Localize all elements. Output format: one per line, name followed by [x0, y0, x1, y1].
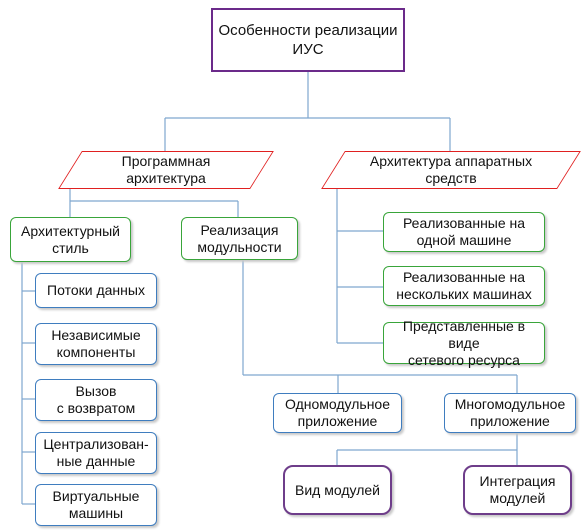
software-architecture-node: Программная архитектура: [70, 151, 262, 189]
hardware-architecture-label: Архитектура аппаратных средств: [369, 153, 533, 186]
style-node-centralized-data: Централизован- ные данные: [35, 432, 157, 474]
single-module-node: Одномодульное приложение: [273, 393, 402, 433]
hardware-node-single-machine: Реализованные на одной машине: [383, 212, 545, 252]
modularity-node: Реализация модульности: [181, 217, 298, 260]
root-node: Особенности реализации ИУС: [211, 8, 405, 72]
style-node-virtual-machines: Виртуальные машины: [35, 484, 157, 526]
architectural-style-node: Архитектурный стиль: [10, 217, 131, 262]
hardware-node-multiple-machines: Реализованные на нескольких машинах: [383, 266, 545, 306]
style-node-call-return: Вызов с возвратом: [35, 379, 157, 421]
multi-module-node: Многомодульное приложение: [444, 393, 576, 433]
hardware-architecture-node: Архитектура аппаратных средств: [333, 151, 569, 189]
style-node-data-streams: Потоки данных: [35, 273, 157, 308]
module-integration-node: Интеграция модулей: [463, 465, 572, 515]
module-view-node: Вид модулей: [283, 465, 392, 515]
hardware-node-network-resource: Представленные в виде сетевого ресурса: [383, 318, 545, 368]
software-architecture-label: Программная архитектура: [121, 153, 211, 186]
style-node-independent-components: Независимые компоненты: [35, 323, 157, 365]
